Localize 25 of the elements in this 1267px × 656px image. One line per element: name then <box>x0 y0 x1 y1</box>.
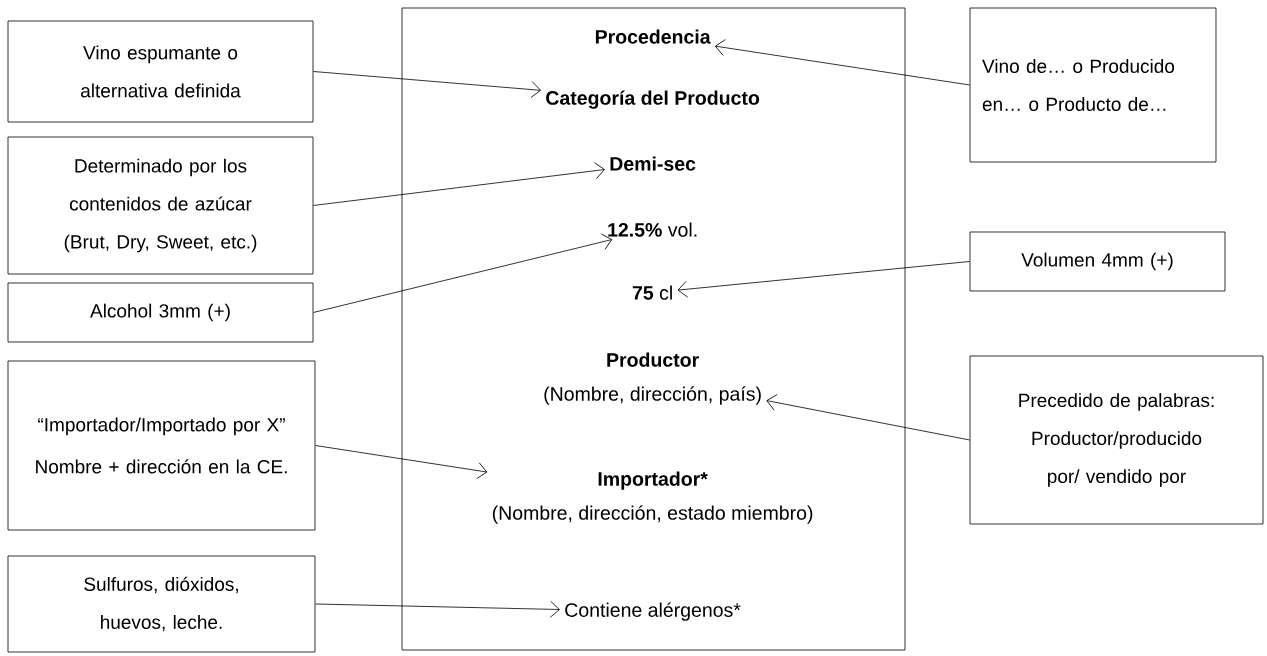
callout-box: Vino espumante o alternativa definida <box>7 20 314 123</box>
callout-box: Alcohol 3mm (+) <box>7 282 314 343</box>
label-text: Productor (Nombre, dirección, país) <box>544 352 761 405</box>
callout-box: Volumen 4mm (+) <box>969 231 1226 292</box>
callout-box: “Importador/Importado por X” Nombre + dirección en la CE. <box>7 360 316 531</box>
callout-box: Vino de… o Producido en… o Producto de… <box>969 7 1217 163</box>
label-text: Demi-sec <box>610 156 696 171</box>
callout-box: Determinado por los contenidos de azúcar (Brut, Dry, Sweet, etc.) <box>7 136 314 275</box>
arrow <box>313 71 541 98</box>
arrow <box>677 261 970 298</box>
label-box <box>401 7 906 651</box>
callout-box: Precedido de palabras: Productor/producido por/ vendido por <box>969 355 1264 525</box>
label-text: Importador* (Nombre, dirección, estado miembro) <box>492 471 813 524</box>
label-text: 12.5% vol. <box>608 222 697 237</box>
label-text: 75 cl <box>632 285 672 300</box>
callout-box: Sulfuros, dióxidos, huevos, leche. <box>7 555 316 653</box>
arrow <box>766 394 970 441</box>
label-text: Categoría del Producto <box>546 90 760 109</box>
arrow <box>714 39 970 86</box>
arrow <box>313 162 605 206</box>
label-text: Procedencia <box>595 29 711 44</box>
arrow <box>315 600 560 618</box>
arrow <box>313 233 613 313</box>
label-text: Contiene alérgenos* <box>565 602 741 621</box>
arrow <box>315 445 488 479</box>
